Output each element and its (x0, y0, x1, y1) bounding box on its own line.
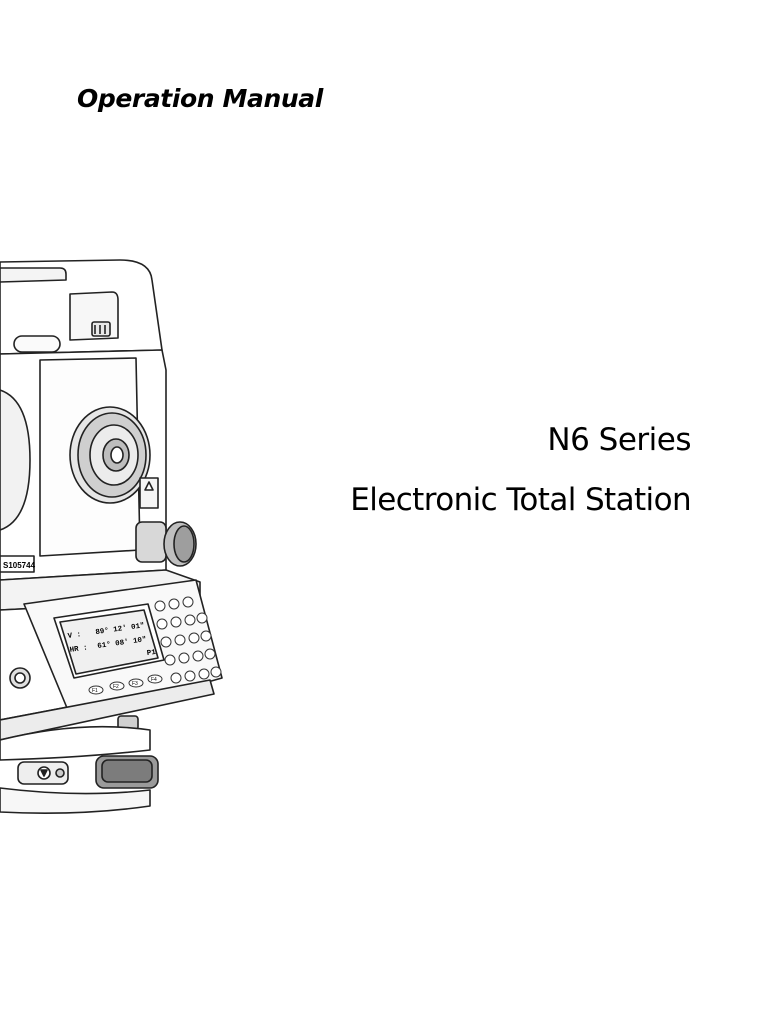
tribrach (0, 679, 215, 741)
lcd-screen (59, 609, 159, 675)
softkey-label: F4 (151, 677, 157, 683)
series-title: N6 Series (547, 422, 691, 458)
focus-knob (69, 406, 151, 504)
lcd-page-indicator: P1 (146, 649, 157, 658)
leveling-screws (17, 755, 159, 789)
softkey-label: F2 (113, 684, 119, 690)
softkey-buttons (88, 674, 163, 695)
lcd-v-label: V : (67, 631, 81, 641)
softkey-label: F3 (132, 681, 138, 687)
total-station-illustration: S105744 V : 89° 12' 01" HR : 61° 08' 10"… (0, 259, 223, 814)
softkey-label: F1 (92, 688, 98, 694)
keypad (154, 596, 222, 684)
serial-label: S105744 (3, 561, 36, 570)
manual-heading: Operation Manual (77, 84, 323, 113)
lcd-hr-label: HR : (69, 644, 88, 654)
fine-motion-knob (135, 521, 197, 567)
product-title: Electronic Total Station (350, 482, 691, 518)
